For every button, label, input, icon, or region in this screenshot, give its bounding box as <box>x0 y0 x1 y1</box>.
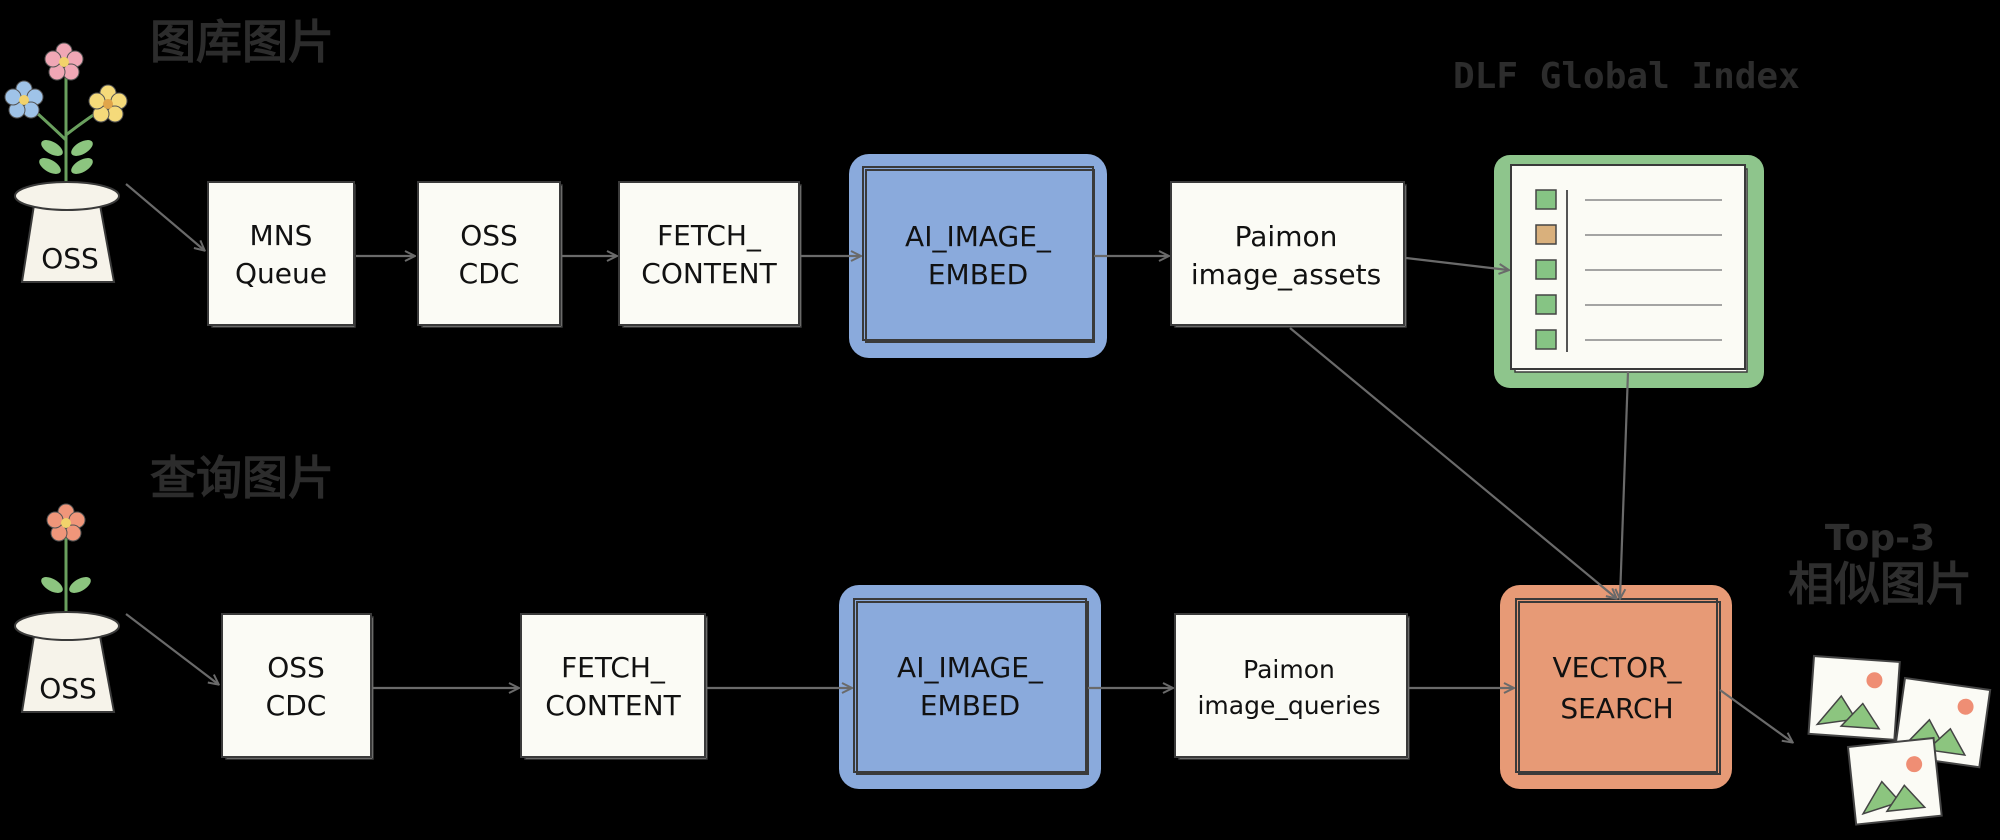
vector-search-line2: SEARCH <box>1560 692 1673 725</box>
ai-image-embed-top-line1: AI_IMAGE_ <box>905 220 1052 253</box>
fetch-content-top-line2: CONTENT <box>641 257 777 290</box>
paimon-assets-line2: image_assets <box>1191 258 1381 291</box>
topk-similar-label: 相似图片 <box>1788 557 1972 611</box>
paimon-image-queries-node: Paimon image_queries <box>1174 613 1410 760</box>
arrow-oss-to-osscdc-bottom <box>125 613 218 684</box>
picture-icon <box>1846 736 1943 826</box>
source-oss-label-bottom: OSS <box>39 672 97 705</box>
vector-search-line1: VECTOR_ <box>1553 651 1683 684</box>
ai-image-embed-top-line2: EMBED <box>928 258 1028 291</box>
mns-queue-line2: Queue <box>235 257 327 290</box>
oss-cdc-bottom-line2: CDC <box>266 689 327 722</box>
oss-cdc-bottom-line1: OSS <box>267 651 325 684</box>
mns-queue-node: MNS Queue <box>207 181 356 328</box>
oss-cdc-node-bottom: OSS CDC <box>221 613 374 760</box>
fetch-content-bottom-line2: CONTENT <box>545 689 681 722</box>
index-title: DLF Global Index <box>1453 56 1800 97</box>
arrow-oss-to-mns <box>125 183 204 250</box>
query-section-title: 查询图片 <box>150 451 334 505</box>
fetch-content-node-top: FETCH_ CONTENT <box>618 181 802 328</box>
paimon-image-assets-node: Paimon image_assets <box>1170 181 1407 328</box>
arrow-paimon-assets-to-index <box>1405 256 1508 270</box>
picture-icon <box>1807 654 1901 741</box>
oss-cdc-top-line1: OSS <box>460 219 518 252</box>
ai-image-embed-bottom-line1: AI_IMAGE_ <box>897 651 1044 684</box>
mns-queue-line1: MNS <box>250 219 313 252</box>
arrow-vector-to-results <box>1719 689 1792 742</box>
index-list-icon <box>1494 155 1764 388</box>
ai-image-embed-bottom-line2: EMBED <box>920 689 1020 722</box>
fetch-content-bottom-line1: FETCH_ <box>561 651 666 684</box>
paimon-assets-line1: Paimon <box>1235 220 1338 253</box>
ai-image-embed-node-bottom: AI_IMAGE_ EMBED <box>839 585 1101 789</box>
oss-cdc-node-top: OSS CDC <box>417 181 563 328</box>
paimon-queries-line2: image_queries <box>1197 691 1380 720</box>
arrow-index-to-vector <box>1620 371 1630 598</box>
ai-image-embed-node-top: AI_IMAGE_ EMBED <box>849 154 1107 358</box>
flower-pot-icon <box>4 42 128 283</box>
oss-cdc-top-line2: CDC <box>459 257 520 290</box>
fetch-content-top-line1: FETCH_ <box>657 219 762 252</box>
fetch-content-node-bottom: FETCH_ CONTENT <box>520 613 708 760</box>
flow-arrows <box>125 183 1792 742</box>
flower-pot-icon <box>14 503 120 713</box>
arrow-paimon-assets-to-vector <box>1289 327 1616 598</box>
source-oss-label-top: OSS <box>41 242 99 275</box>
topk-label: Top-3 <box>1825 518 1935 559</box>
vector-search-node: VECTOR_ SEARCH <box>1500 585 1732 789</box>
paimon-queries-line1: Paimon <box>1243 655 1335 684</box>
gallery-section-title: 图库图片 <box>150 15 334 69</box>
